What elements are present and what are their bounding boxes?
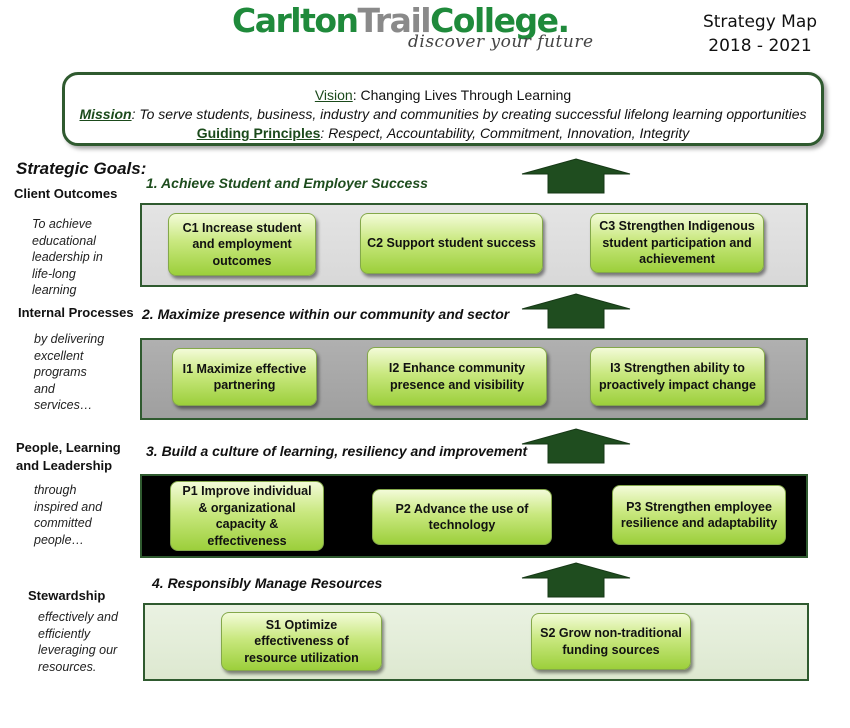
map-title-block: Strategy Map 2018 - 2021 (690, 10, 830, 58)
vision-mission-box: Vision: Changing Lives Through Learning … (62, 72, 824, 146)
objective-c3[interactable]: C3 Strengthen Indigenous student partici… (590, 213, 764, 273)
perspective-title-line: and Leadership (16, 458, 113, 473)
objective-i2[interactable]: I2 Enhance community presence and visibi… (367, 347, 547, 406)
objective-i3[interactable]: I3 Strengthen ability to proactively imp… (590, 347, 765, 406)
perspective-people-desc: through inspired and committed people… (34, 482, 102, 548)
college-logo: CarltonTrailCollege. discover your futur… (232, 1, 594, 58)
up-arrow-icon (521, 293, 631, 329)
desc-line: leadership in (32, 250, 103, 264)
perspective-stewardship-desc: effectively and efficiently leveraging o… (38, 609, 118, 675)
principles-text: : Respect, Accountability, Commitment, I… (320, 125, 690, 141)
desc-line: and (34, 381, 55, 396)
mission-line: Mission: To serve students, business, in… (65, 105, 821, 124)
perspective-internal-desc: by delivering excellent programs and ser… (34, 331, 104, 414)
vision-line: Vision: Changing Lives Through Learning (65, 86, 821, 105)
goal-1-heading: 1. Achieve Student and Employer Success (146, 175, 428, 191)
desc-line: To achieve (32, 217, 92, 231)
vision-label: Vision (314, 87, 353, 103)
desc-line: educational (32, 233, 96, 248)
mission-text: : To serve students, business, industry … (131, 106, 807, 122)
objective-p2[interactable]: P2 Advance the use of technology (372, 489, 552, 545)
objective-p1[interactable]: P1 Improve individual & organizational c… (170, 481, 324, 551)
map-title: Strategy Map (702, 12, 818, 32)
desc-line: by delivering (34, 332, 105, 346)
up-arrow-icon (521, 428, 631, 464)
desc-line: through (34, 483, 77, 497)
desc-line: programs (34, 365, 87, 379)
vision-text: : Changing Lives Through Learning (352, 87, 572, 103)
desc-line: people… (34, 532, 85, 547)
principles-line: Guiding Principles: Respect, Accountabil… (65, 124, 821, 143)
principles-label: Guiding Principles (196, 125, 321, 141)
perspective-stewardship: Stewardship (28, 588, 106, 603)
up-arrow-icon (521, 562, 631, 598)
desc-line: inspired and (34, 499, 103, 514)
goal-4-heading: 4. Responsibly Manage Resources (152, 575, 383, 591)
desc-line: leveraging our (38, 643, 118, 657)
logo-part-carlton: Carlton (232, 1, 359, 40)
perspective-internal-processes: Internal Processes (18, 305, 134, 320)
desc-line: effectively and (38, 610, 118, 624)
strategic-goals-label: Strategic Goals: (16, 159, 147, 178)
desc-line: efficiently (38, 626, 91, 641)
desc-line: resources. (38, 659, 97, 674)
perspective-people-learning: People, Learning and Leadership (16, 439, 121, 475)
objective-s1[interactable]: S1 Optimize effectiveness of resource ut… (221, 612, 382, 671)
perspective-title-line: People, Learning (16, 440, 121, 455)
desc-line: learning (32, 283, 77, 297)
goal-3-heading: 3. Build a culture of learning, resilien… (146, 443, 528, 459)
perspective-client-outcomes: Client Outcomes (14, 186, 118, 201)
desc-line: life-long (32, 266, 76, 281)
desc-line: services… (34, 398, 93, 412)
up-arrow-icon (521, 158, 631, 194)
mission-label: Mission (79, 106, 132, 122)
map-years: 2018 - 2021 (708, 36, 812, 56)
objective-c2[interactable]: C2 Support student success (360, 213, 543, 274)
logo-part-college: College. (430, 1, 570, 40)
logo-part-trail: Trail (357, 1, 432, 40)
desc-line: excellent (34, 348, 84, 363)
objective-i1[interactable]: I1 Maximize effective partnering (172, 348, 317, 406)
logo-tagline: discover your future (408, 32, 594, 52)
desc-line: committed (34, 516, 92, 530)
objective-c1[interactable]: C1 Increase student and employment outco… (168, 213, 316, 276)
logo-wordmark: CarltonTrailCollege. (232, 1, 570, 40)
perspective-client-desc: To achieve educational leadership in lif… (32, 216, 103, 299)
goal-2-heading: 2. Maximize presence within our communit… (142, 306, 510, 322)
objective-s2[interactable]: S2 Grow non-traditional funding sources (531, 613, 691, 670)
objective-p3[interactable]: P3 Strengthen employee resilience and ad… (612, 485, 786, 545)
